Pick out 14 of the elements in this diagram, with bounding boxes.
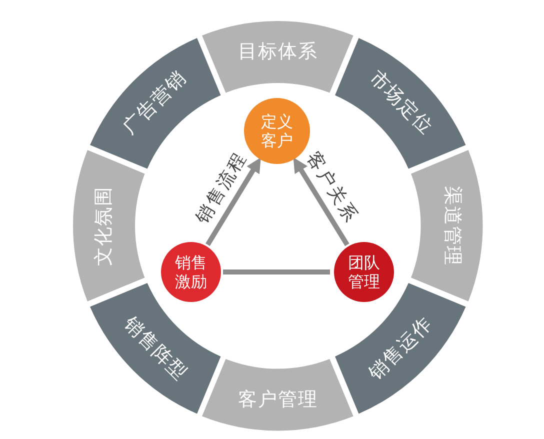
node-label: 销售激励 xyxy=(174,253,208,291)
connector-line xyxy=(223,270,330,274)
segment-label: 销售运作 xyxy=(366,314,436,384)
segment-label: 销售阵型 xyxy=(120,314,190,384)
segment-label: 客户管理 xyxy=(238,390,318,410)
segment-label: 目标体系 xyxy=(238,42,318,62)
segment-label: 文化氛围 xyxy=(94,186,114,266)
node-label: 定义客户 xyxy=(260,112,294,150)
segment-label: 渠道管理 xyxy=(442,186,462,266)
arrow xyxy=(206,157,261,246)
segment-label: 广告营销 xyxy=(120,68,190,138)
segment-label: 市场定位 xyxy=(366,68,436,138)
node-label: 团队管理 xyxy=(347,253,381,291)
arrow xyxy=(293,157,350,246)
